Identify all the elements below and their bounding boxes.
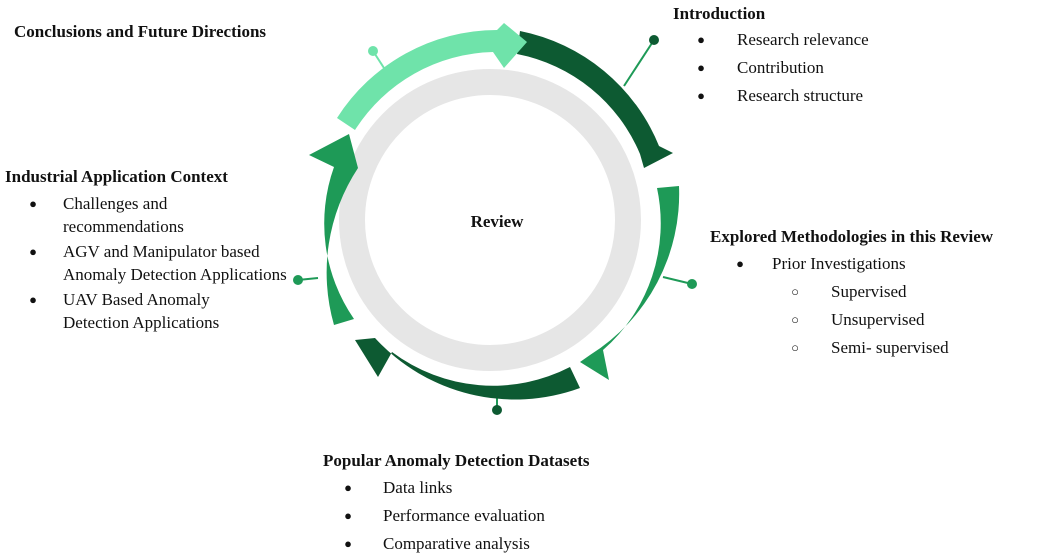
list-introduction: ●Research relevance ●Contribution ●Resea… [691, 26, 869, 110]
list-item: ●Comparative analysis [338, 530, 589, 557]
bullet-icon: ● [344, 480, 352, 495]
arrow-segment-top-right [517, 31, 673, 168]
connector-introduction [623, 39, 655, 87]
center-label: Review [471, 212, 525, 231]
list-item: ●Contribution [691, 54, 869, 82]
section-introduction: Introduction ●Research relevance ●Contri… [673, 3, 869, 110]
sub-list-item: ○Semi- supervised [785, 334, 993, 362]
list-item: ●UAV Based Anomaly Detection Application… [23, 286, 295, 334]
bullet-icon: ● [344, 508, 352, 523]
bullet-icon: ● [29, 196, 37, 211]
list-methodologies: ●Prior Investigations [730, 250, 993, 278]
connector-dot-conclusions [368, 46, 378, 56]
sub-list-item: ○Unsupervised [785, 306, 993, 334]
arrow-segment-right [580, 186, 680, 380]
bullet-icon: ● [29, 292, 37, 307]
heading-methodologies: Explored Methodologies in this Review [710, 227, 994, 246]
list-item: ●Prior Investigations [730, 250, 993, 278]
bullet-icon: ● [697, 88, 705, 103]
bullet-icon: ● [29, 244, 37, 259]
list-item: ●Data links [338, 474, 589, 502]
list-item: ●Performance evaluation [338, 502, 589, 530]
section-conclusions: Conclusions and Future Directions [14, 21, 266, 43]
connector-dot-datasets [492, 405, 502, 415]
section-industrial: Industrial Application Context ●Challeng… [5, 166, 295, 334]
heading-industrial: Industrial Application Context [5, 167, 228, 186]
hollow-bullet-icon: ○ [791, 312, 799, 327]
arrow-segment-top-left [337, 23, 527, 130]
hollow-bullet-icon: ○ [791, 340, 799, 355]
list-datasets: ●Data links ●Performance evaluation ●Com… [338, 474, 589, 557]
sub-list-item: ○Supervised [785, 278, 993, 306]
inner-ring [339, 69, 641, 371]
list-item: ●Research relevance [691, 26, 869, 54]
connector-dot-methodologies [687, 279, 697, 289]
arrow-segment-left [309, 134, 358, 325]
connector-dot-industrial [293, 275, 303, 285]
bullet-icon: ● [344, 536, 352, 551]
arrow-segments [309, 23, 680, 400]
section-datasets: Popular Anomaly Detection Datasets ●Data… [323, 450, 589, 557]
bullet-icon: ● [697, 60, 705, 75]
connector-dot-introduction [649, 35, 659, 45]
sublist-methodologies: ○Supervised ○Unsupervised ○Semi- supervi… [785, 278, 993, 362]
list-item: ●Research structure [691, 82, 869, 110]
bullet-icon: ● [697, 32, 705, 47]
list-industrial: ●Challenges and recommendations ●AGV and… [23, 190, 295, 334]
heading-introduction: Introduction [673, 4, 766, 23]
heading-datasets: Popular Anomaly Detection Datasets [323, 451, 590, 470]
arrow-segment-bottom [355, 338, 580, 400]
list-item: ●AGV and Manipulator based Anomaly Detec… [23, 238, 295, 286]
heading-conclusions: Conclusions and Future Directions [14, 22, 267, 41]
hollow-bullet-icon: ○ [791, 284, 799, 299]
list-item: ●Challenges and recommendations [23, 190, 295, 238]
section-methodologies: Explored Methodologies in this Review ●P… [710, 226, 993, 362]
bullet-icon: ● [736, 256, 744, 271]
